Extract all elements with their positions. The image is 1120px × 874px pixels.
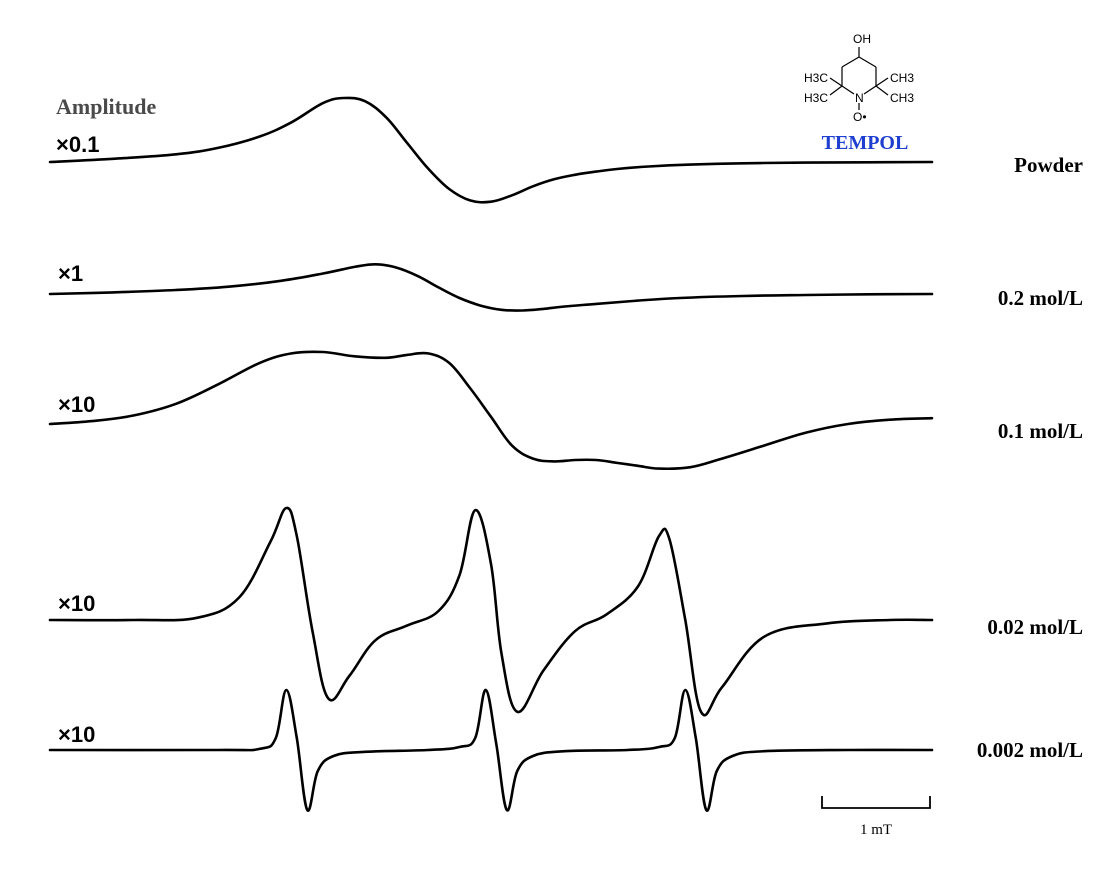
bond-ring-2 (858, 56, 877, 68)
series-line-0002 (48, 688, 934, 812)
bond-methyl-1 (829, 77, 843, 87)
atom-label-n: N (855, 91, 864, 105)
bond-ring-1 (841, 56, 860, 68)
y-axis-label: Amplitude (56, 94, 156, 119)
bond-methyl-3 (875, 77, 889, 87)
atom-label-h3c-top: H3C (804, 71, 828, 85)
multiplier-label-01: ×10 (58, 392, 95, 417)
series-label-powder: Powder (1014, 153, 1083, 177)
series-line-powder (48, 96, 934, 204)
bond-methyl-4 (875, 85, 889, 96)
series-line-02 (48, 262, 934, 312)
series-line-002 (48, 506, 934, 717)
scale-bar-bracket (821, 796, 931, 809)
multiplier-label-002: ×10 (58, 591, 95, 616)
series-label-002: 0.02 mol/L (987, 615, 1083, 639)
atom-label-ch3-bottom: CH3 (890, 91, 914, 105)
bond-ring-5 (841, 85, 855, 95)
series-label-01: 0.1 mol/L (998, 419, 1083, 443)
scale-bar-label: 1 mT (860, 822, 892, 838)
multiplier-label-powder: ×0.1 (56, 132, 99, 157)
multiplier-label-0002: ×10 (58, 722, 95, 747)
atom-label-h3c-bottom: H3C (804, 91, 828, 105)
series-label-02: 0.2 mol/L (998, 286, 1083, 310)
atom-label-oh: OH (853, 32, 871, 46)
atom-label-ch3-top: CH3 (890, 71, 914, 85)
multiplier-label-02: ×1 (58, 261, 83, 286)
series-label-0002: 0.002 mol/L (977, 738, 1083, 762)
bond-methyl-2 (829, 85, 843, 96)
molecule-name: TEMPOL (822, 132, 909, 154)
series-line-01 (48, 350, 934, 471)
tempol-structure-inset: OH H3C CH3 H3C CH3 N O• TEMPOL (804, 32, 914, 154)
scale-bar: 1 mT (821, 796, 931, 838)
bond-ring-6 (863, 85, 877, 95)
atom-label-o-radical: O• (853, 110, 867, 124)
